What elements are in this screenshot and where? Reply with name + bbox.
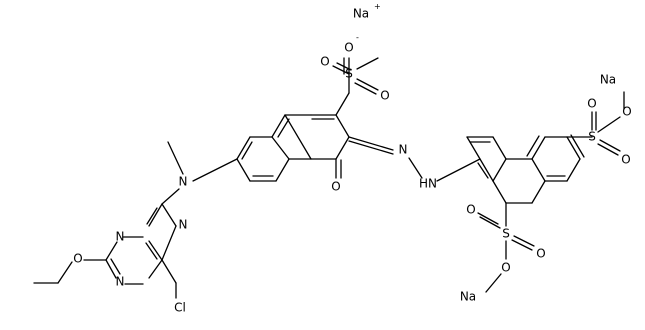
atom-o-na-bottom: O [501,261,510,275]
atom-na-right: Na [600,73,616,87]
atom-n-triazine-1: N [179,218,188,232]
atom-s-top: S [345,67,353,81]
atom-o-sulfonate-anion: O [344,41,353,55]
atom-na-bottom: Na [460,290,476,304]
atom-o-top-right: O [380,89,389,103]
bonds [33,57,625,299]
atom-n-azo-1: N [399,143,408,157]
atom-o-ethoxy: O [73,252,82,266]
atom-labels: Na + O - S O O N HN O N N N N O Cl S O O… [73,2,631,315]
sodium-cation-top: Na + [353,2,381,21]
atom-hn-azo-2: HN [419,177,437,191]
atom-o-bottom-right: O [536,247,545,261]
atom-s-bottom: S [502,227,510,241]
atom-s-right: S [588,130,596,144]
atom-na-top: Na [353,7,369,21]
atom-o-na-right: O [622,105,631,119]
charge-minus: - [356,33,359,42]
atom-o-ketone: O [331,180,340,194]
atom-cl: Cl [174,301,186,315]
atom-n-triazine-3: N [116,275,125,289]
atom-o-right-bottom: O [621,153,630,167]
atom-o-top-left: O [320,55,329,69]
atom-o-right-top: O [587,97,596,111]
atom-n-triazine-2: N [116,230,125,244]
atom-o-bottom-left: O [466,203,475,217]
atom-n-methyl: N [179,175,188,189]
charge-plus: + [374,2,381,11]
